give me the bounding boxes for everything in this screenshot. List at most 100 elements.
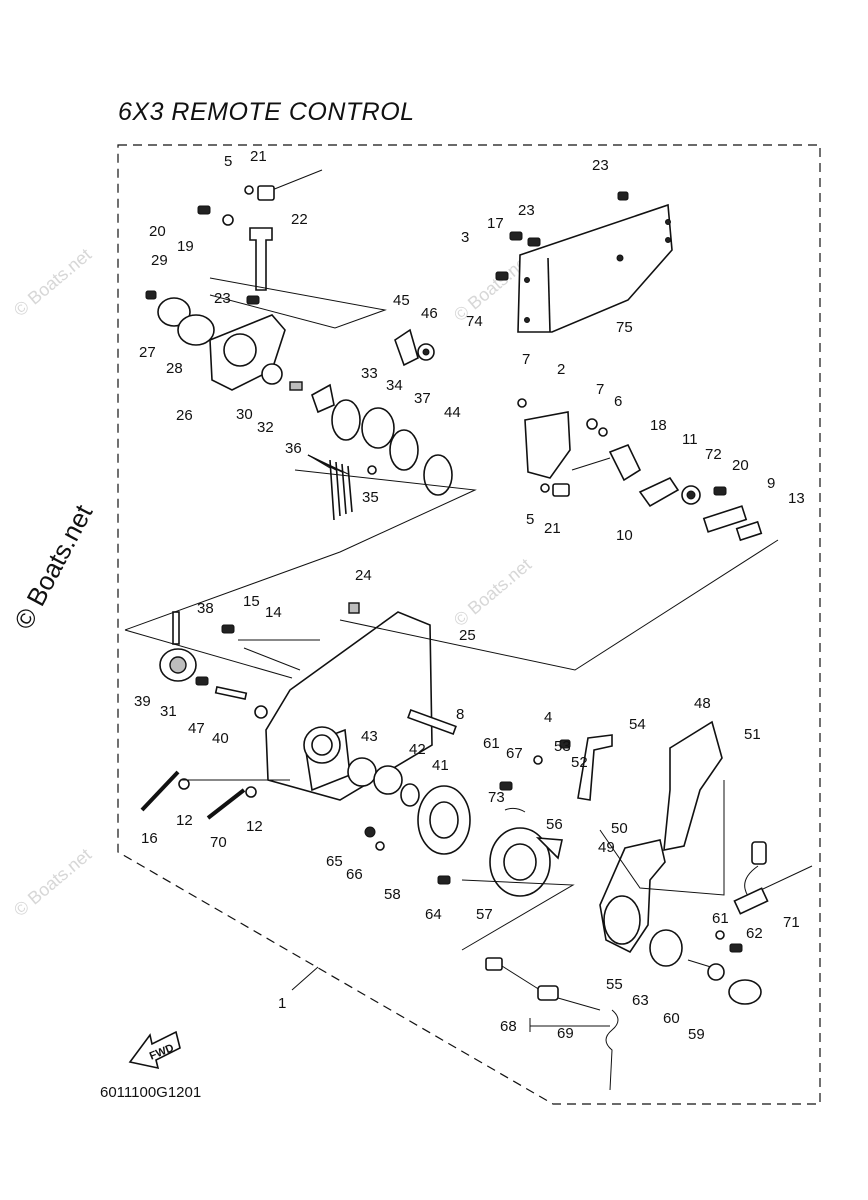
callout-c58: 58 (384, 886, 401, 903)
callout-c3: 3 (461, 229, 469, 246)
callout-c4: 4 (544, 709, 552, 726)
callout-c67: 67 (506, 745, 523, 762)
callout-c61b: 61 (712, 910, 729, 927)
engine-stop-switch (485, 957, 619, 1091)
gear-and-ring-parts (140, 757, 563, 897)
callout-c22: 22 (291, 211, 308, 228)
callout-c59: 59 (688, 1026, 705, 1043)
callout-c28: 28 (166, 360, 183, 377)
callout-c71: 71 (783, 914, 800, 931)
callout-c69: 69 (557, 1025, 574, 1042)
callout-c7b: 7 (596, 381, 604, 398)
callout-c12b: 12 (246, 818, 263, 835)
callout-c25: 25 (459, 627, 476, 644)
shift-detent-parts (289, 328, 453, 521)
callout-c10: 10 (616, 527, 633, 544)
control-housing (159, 602, 457, 801)
callout-c13: 13 (788, 490, 805, 507)
callout-c72: 72 (705, 446, 722, 463)
callout-c74: 74 (466, 313, 483, 330)
callout-c31: 31 (160, 703, 177, 720)
callout-c11: 11 (682, 431, 698, 448)
callout-c21b: 21 (544, 520, 561, 537)
callout-c23b: 23 (518, 202, 535, 219)
callout-c70: 70 (210, 834, 227, 851)
callout-c24: 24 (355, 567, 372, 584)
callout-c52: 52 (571, 754, 588, 771)
drawing-code: 6011100G1201 (100, 1084, 202, 1101)
callout-c37: 37 (414, 390, 431, 407)
callout-c48: 48 (694, 695, 711, 712)
callout-c6: 6 (614, 393, 622, 410)
callout-c5a: 5 (224, 153, 232, 170)
callout-c51: 51 (744, 726, 761, 743)
callout-c7a: 7 (522, 351, 530, 368)
callout-c20b: 20 (732, 457, 749, 474)
callout-c23c: 23 (214, 290, 231, 307)
callout-c54: 54 (629, 716, 646, 733)
callout-c46: 46 (421, 305, 438, 322)
callout-c55: 55 (606, 976, 623, 993)
callout-c32: 32 (257, 419, 274, 436)
callout-c38: 38 (197, 600, 214, 617)
callout-c5b: 5 (526, 511, 534, 528)
callout-c53: 53 (554, 738, 571, 755)
upper-left-parts (157, 169, 323, 391)
fwd-arrow-icon: FWD (128, 1030, 181, 1070)
handle-and-lever-parts (533, 720, 813, 1005)
callout-c16: 16 (141, 830, 158, 847)
callout-c30: 30 (236, 406, 253, 423)
callout-c20a: 20 (149, 223, 166, 240)
assembly-boundary (117, 144, 821, 1105)
shift-linkage-parts (517, 398, 763, 542)
callout-c26: 26 (176, 407, 193, 424)
callout-c41: 41 (432, 757, 449, 774)
callout-c50: 50 (611, 820, 628, 837)
callout-c64: 64 (425, 906, 442, 923)
callout-c17: 17 (487, 215, 504, 232)
callout-c56: 56 (546, 816, 563, 833)
callout-c12a: 12 (176, 812, 193, 829)
callout-c29: 29 (151, 252, 168, 269)
diagram-title: 6X3 REMOTE CONTROL (118, 98, 415, 126)
callout-c21a: 21 (250, 148, 267, 165)
callout-c42: 42 (409, 741, 426, 758)
callout-c75: 75 (616, 319, 633, 336)
callout-c45: 45 (393, 292, 410, 309)
callout-c18: 18 (650, 417, 667, 434)
callout-c66: 66 (346, 866, 363, 883)
callout-c44: 44 (444, 404, 461, 421)
callout-c61a: 61 (483, 735, 500, 752)
callout-c62: 62 (746, 925, 763, 942)
callout-c34: 34 (386, 377, 403, 394)
side-plate-assembly (517, 203, 673, 333)
callout-c8: 8 (456, 706, 464, 723)
callout-c33: 33 (361, 365, 378, 382)
callout-c39: 39 (134, 693, 151, 710)
callout-c63: 63 (632, 992, 649, 1009)
leader-1 (291, 966, 319, 991)
callout-c43: 43 (361, 728, 378, 745)
callout-c36: 36 (285, 440, 302, 457)
callout-c9: 9 (767, 475, 775, 492)
callout-c57: 57 (476, 906, 493, 923)
callout-c65: 65 (326, 853, 343, 870)
callout-c19: 19 (177, 238, 194, 255)
callout-c68: 68 (500, 1018, 517, 1035)
callout-c60: 60 (663, 1010, 680, 1027)
callout-c49: 49 (598, 839, 615, 856)
callout-c1: 1 (278, 995, 286, 1012)
assembly-guide-lines (124, 277, 779, 1032)
callout-c15: 15 (243, 593, 260, 610)
callout-c47: 47 (188, 720, 205, 737)
callout-c40: 40 (212, 730, 229, 747)
callout-c2: 2 (557, 361, 565, 378)
callout-c27: 27 (139, 344, 156, 361)
callout-c73: 73 (488, 789, 505, 806)
callout-c14: 14 (265, 604, 282, 621)
callout-c23a: 23 (592, 157, 609, 174)
callout-c35: 35 (362, 489, 379, 506)
